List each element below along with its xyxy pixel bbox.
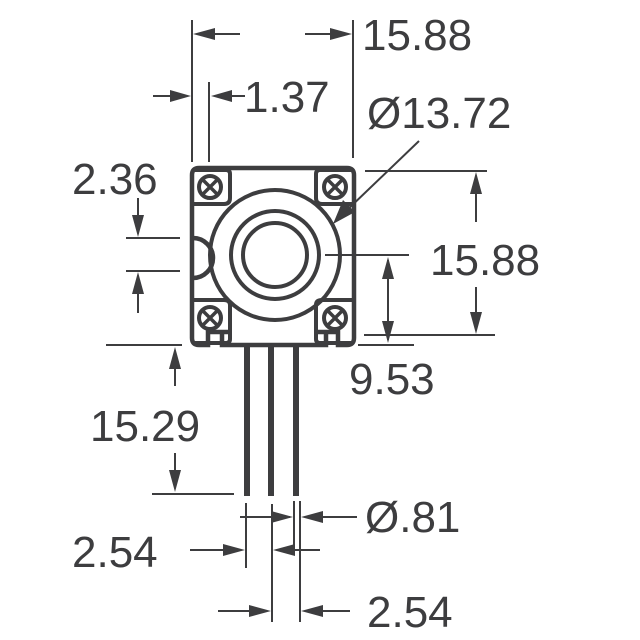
screw-icon-bottom-left <box>197 305 223 331</box>
label-pin-diameter: Ø.81 <box>365 493 460 542</box>
dim-pin-pitch-left: 2.54 <box>72 528 320 577</box>
label-flange-offset: 1.37 <box>244 73 330 122</box>
label-shaft-center-height: 9.53 <box>349 355 435 404</box>
dim-side-notch: 2.36 <box>72 155 180 313</box>
dim-pin-length: 15.29 <box>90 344 234 495</box>
label-pin-pitch-right: 2.54 <box>367 588 453 637</box>
label-pin-pitch-left: 2.54 <box>72 528 158 577</box>
knob <box>208 188 342 322</box>
dim-overall-height: 15.88 <box>364 170 540 336</box>
dim-overall-width: 15.88 <box>191 11 472 162</box>
dim-pin-pitch-right: 2.54 <box>218 588 453 637</box>
encoder-body <box>189 165 357 348</box>
screw-icon-bottom-right <box>322 305 348 331</box>
label-side-notch: 2.36 <box>72 155 158 204</box>
screw-icon-top-left <box>197 174 223 200</box>
dim-knob-diameter: Ø13.72 <box>333 89 511 224</box>
label-overall-width: 15.88 <box>362 11 472 60</box>
dim-flange-offset: 1.37 <box>153 73 330 162</box>
label-overall-height: 15.88 <box>430 236 540 285</box>
label-pin-length: 15.29 <box>90 402 200 451</box>
pins <box>244 345 299 496</box>
screw-icon-top-right <box>322 174 348 200</box>
label-knob-diameter: Ø13.72 <box>367 89 511 138</box>
dim-pin-diameter: Ø.81 <box>240 493 460 622</box>
dim-shaft-center-height: 9.53 <box>325 254 435 404</box>
